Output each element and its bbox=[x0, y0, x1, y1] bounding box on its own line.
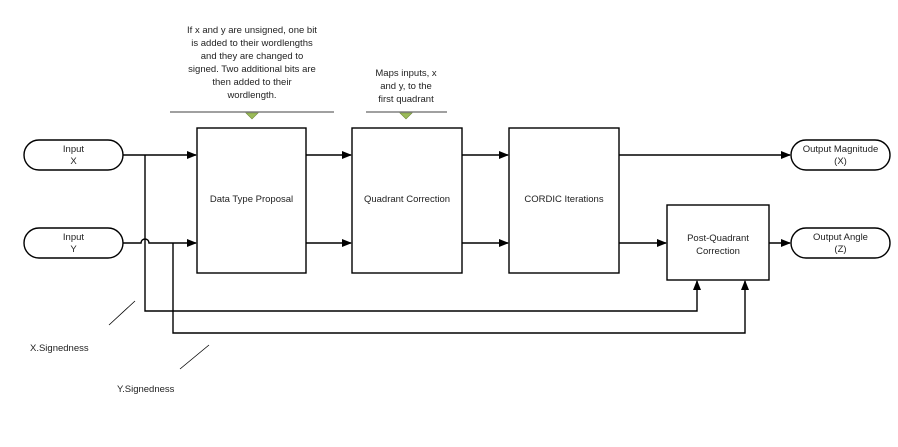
dtp-note-line6: wordlength. bbox=[226, 90, 276, 101]
annotation-data-type-proposal: If x and y are unsigned, one bit is adde… bbox=[170, 25, 334, 120]
block-pq-line2: Correction bbox=[696, 246, 740, 257]
qc-note-line3: first quadrant bbox=[378, 94, 434, 105]
wires bbox=[108, 151, 791, 370]
x-signedness-tick bbox=[108, 300, 136, 326]
dtp-note-pointer-icon bbox=[245, 112, 259, 120]
block-qc-label: Quadrant Correction bbox=[364, 194, 450, 205]
terminal-output-mag-line2: (X) bbox=[834, 156, 847, 167]
qc-note-pointer-icon bbox=[399, 112, 413, 120]
terminal-input-y: Input Y bbox=[23, 227, 124, 259]
terminal-output-angle-line1: Output Angle bbox=[813, 232, 868, 243]
terminal-output-magnitude: Output Magnitude (X) bbox=[790, 139, 891, 171]
dtp-note-line3: and they are changed to bbox=[201, 51, 303, 62]
label-y-signedness: Y.Signedness bbox=[117, 384, 175, 395]
wire-x-signedness bbox=[144, 155, 701, 312]
y-signedness-tick bbox=[179, 344, 210, 370]
wire-y-signedness bbox=[172, 243, 749, 334]
terminal-output-mag-line1: Output Magnitude bbox=[803, 144, 879, 155]
qc-note-line2: and y, to the bbox=[380, 81, 432, 92]
dtp-note-line1: If x and y are unsigned, one bit bbox=[187, 25, 317, 36]
annotation-quadrant-correction: Maps inputs, x and y, to the first quadr… bbox=[366, 68, 447, 120]
block-pq-line1: Post-Quadrant bbox=[687, 233, 749, 244]
qc-note-line1: Maps inputs, x bbox=[375, 68, 436, 79]
terminal-output-angle-line2: (Z) bbox=[834, 244, 846, 255]
terminal-input-x-line2: X bbox=[70, 156, 77, 167]
block-cordic-iterations: CORDIC Iterations bbox=[508, 127, 620, 274]
block-quadrant-correction: Quadrant Correction bbox=[351, 127, 463, 274]
terminal-input-y-line2: Y bbox=[70, 244, 77, 255]
terminal-input-y-line1: Input bbox=[63, 232, 84, 243]
wire-input-y-to-dtp bbox=[123, 238, 197, 247]
label-x-signedness: X.Signedness bbox=[30, 343, 89, 354]
terminal-output-angle: Output Angle (Z) bbox=[790, 227, 891, 259]
block-post-quadrant-correction: Post-Quadrant Correction bbox=[666, 204, 770, 281]
block-data-type-proposal: Data Type Proposal bbox=[196, 127, 307, 274]
terminal-input-x-line1: Input bbox=[63, 144, 84, 155]
terminal-input-x: Input X bbox=[23, 139, 124, 171]
dtp-note-line2: is added to their wordlengths bbox=[191, 38, 313, 49]
dtp-note-line5: then added to their bbox=[212, 77, 291, 88]
block-cordic-label: CORDIC Iterations bbox=[524, 194, 603, 205]
dtp-note-line4: signed. Two additional bits are bbox=[188, 64, 316, 75]
block-dtp-label: Data Type Proposal bbox=[210, 194, 293, 205]
